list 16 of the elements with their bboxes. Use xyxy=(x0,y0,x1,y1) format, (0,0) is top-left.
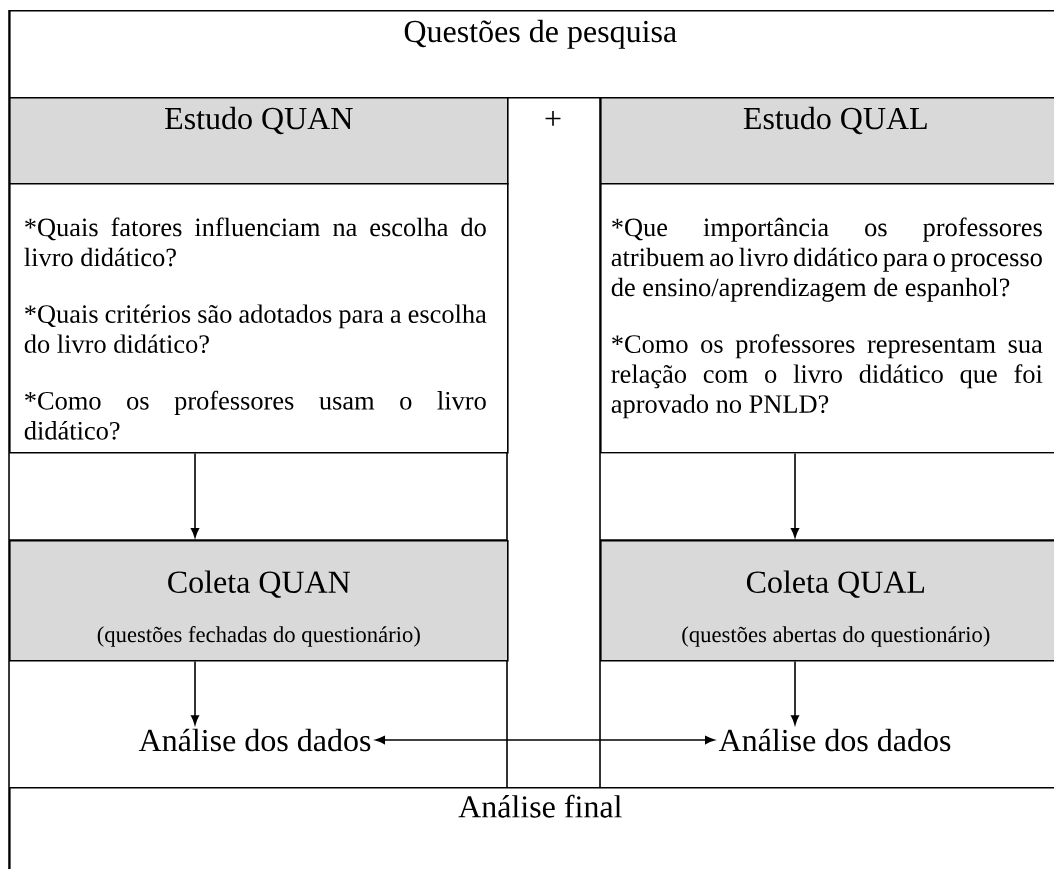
arrow xyxy=(790,660,800,725)
band-header: Análise final xyxy=(9,787,1054,869)
double-arrow xyxy=(375,735,715,745)
node-text: Análise dos dados xyxy=(138,728,371,752)
header-box: Estudo QUAL xyxy=(600,97,1054,185)
plus-label: + xyxy=(545,111,561,126)
node-text: Análise dos dados xyxy=(718,728,951,752)
arrow xyxy=(190,452,200,538)
arrow xyxy=(190,660,200,725)
header-box: Coleta QUAL (questões abertas do questionário) xyxy=(600,540,1054,662)
header-box: Coleta QUAN (questões fechadas do questionário) xyxy=(9,540,509,662)
question-box: *Que importância os professores atribuem ao livro didático para o processo de ensino/aprendizagem de espanhol? *Como os professores representam sua relação com o livro didático que foi aprovado no PNLD? xyxy=(600,183,1054,454)
arrow xyxy=(790,452,800,538)
question-box: *Quais fatores influenciam na escolha do livro didático? *Quais critérios são adotados para a escolha do livro didático? *Como os professores usam o livro didático? xyxy=(9,183,509,454)
band-header: Questões de pesquisa xyxy=(9,10,1054,99)
header-box: Estudo QUAN xyxy=(9,97,509,185)
